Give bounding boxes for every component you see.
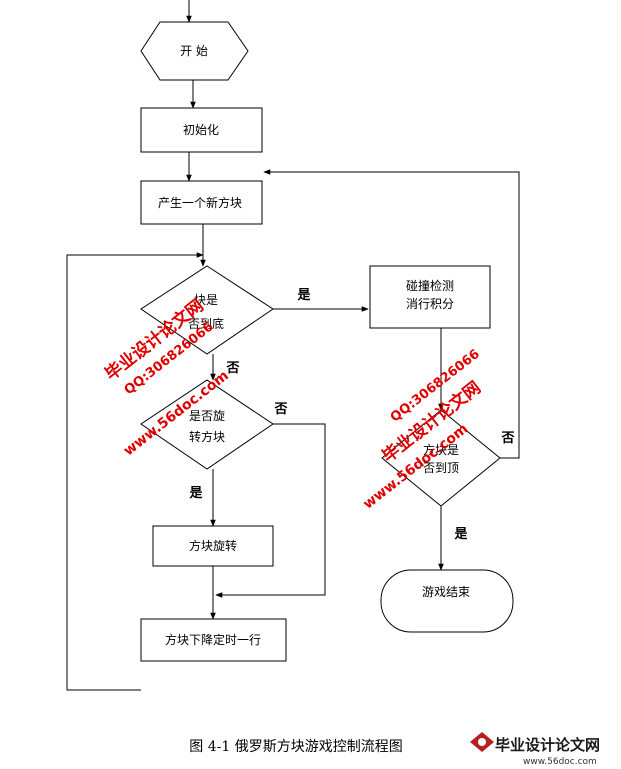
node-collision-line1: 碰撞检测 <box>406 278 454 293</box>
edge-label-rotate-no: 否 <box>273 402 287 417</box>
node-init-label: 初始化 <box>183 123 219 137</box>
logo-url: www.56doc.com <box>523 757 597 767</box>
node-new-block-label: 产生一个新方块 <box>158 195 242 210</box>
node-rotate: 方块旋转 <box>152 525 274 567</box>
node-drop: 方块下降定时一行 <box>140 618 287 662</box>
drop-loop-arrow <box>66 252 204 691</box>
figure-caption: 图 4-1 俄罗斯方块游戏控制流程图 <box>189 739 402 755</box>
node-collision-line2: 消行积分 <box>406 297 454 311</box>
rotate-no-arrow <box>215 423 326 598</box>
node-drop-label: 方块下降定时一行 <box>165 632 261 647</box>
decision-rotate-q-line2: 转方块 <box>189 429 225 444</box>
edge-label-bottom-no: 否 <box>225 361 239 376</box>
decision-at-bottom-line1: 块是 <box>194 293 218 307</box>
node-game-over: 游戏结束 <box>380 569 514 633</box>
edge-label-bottom-yes: 是 <box>296 288 311 303</box>
node-collision: 碰撞检测 消行积分 <box>369 265 491 329</box>
site-logo: 毕业设计论文网 www.56doc.com <box>470 732 600 767</box>
edge-labels: 是 否 是 否 是 否 <box>188 288 514 542</box>
connectors <box>66 0 520 691</box>
decision-at-top-line1: 方块是 <box>423 442 459 457</box>
decision-rotate-q: 是否旋 转方块 <box>140 379 274 470</box>
node-start: 开 始 <box>140 21 249 81</box>
node-start-label: 开 始 <box>180 44 208 58</box>
decision-at-top: 方块是 否到顶 <box>381 409 501 507</box>
decision-rotate-q-line1: 是否旋 <box>189 409 225 423</box>
edge-label-rotate-yes: 是 <box>188 486 203 501</box>
node-init: 初始化 <box>140 107 263 153</box>
logo-name: 毕业设计论文网 <box>495 736 600 754</box>
edge-label-top-no: 否 <box>500 431 514 446</box>
logo-icon <box>470 732 494 752</box>
top-no-loop-arrow <box>263 169 520 459</box>
decision-at-bottom-line2: 否到底 <box>188 316 224 331</box>
node-game-over-label: 游戏结束 <box>422 585 470 599</box>
node-new-block: 产生一个新方块 <box>140 180 263 225</box>
decision-at-bottom: 块是 否到底 <box>140 265 274 355</box>
decision-at-top-line2: 否到顶 <box>423 461 459 475</box>
edge-label-top-yes: 是 <box>453 527 468 542</box>
node-rotate-label: 方块旋转 <box>189 538 237 553</box>
